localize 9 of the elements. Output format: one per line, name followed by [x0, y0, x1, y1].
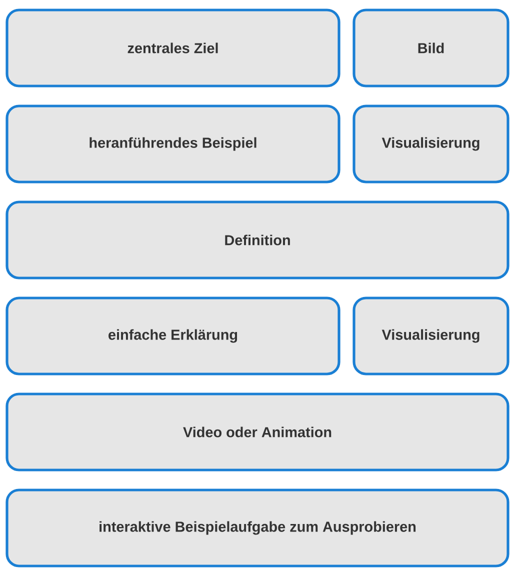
text-box: Video oder Animation: [6, 392, 510, 472]
text-box: Definition: [6, 200, 510, 280]
text-box: interaktive Beispielaufgabe zum Ausprobieren: [6, 488, 510, 568]
text-box: Bild: [352, 8, 510, 88]
text-box: zentrales Ziel: [6, 8, 340, 88]
text-box: heranführendes Beispiel: [6, 104, 340, 184]
text-box: einfache Erklärung: [6, 296, 340, 376]
text-box: Visualisierung: [352, 296, 510, 376]
text-box: Visualisierung: [352, 104, 510, 184]
